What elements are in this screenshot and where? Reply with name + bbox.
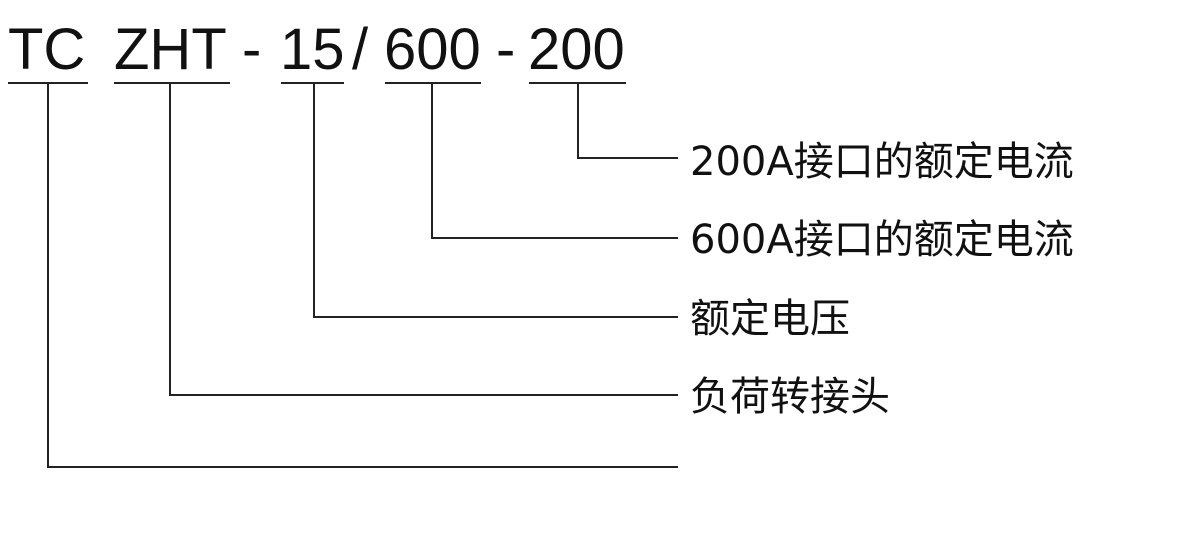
code-200: 200 [528, 17, 625, 82]
label-load-adapter: 负荷转接头 [690, 374, 890, 420]
leader-zht-horizontal [169, 394, 678, 396]
code-zht: ZHT [114, 17, 227, 82]
leader-200-horizontal [577, 157, 678, 159]
code-600: 600 [384, 17, 481, 82]
code-slash: / [352, 17, 369, 82]
leader-600-vertical [431, 82, 433, 239]
leader-15-vertical [313, 82, 315, 318]
underline-15 [281, 82, 344, 84]
leader-200-vertical [577, 82, 579, 159]
leader-600-horizontal [431, 237, 678, 239]
code-15: 15 [280, 17, 345, 82]
underline-600 [385, 82, 481, 84]
code-tc: TC [8, 17, 86, 82]
label-rated-voltage: 额定电压 [690, 296, 850, 342]
code-dash-1: - [242, 17, 262, 82]
label-200a-rated-current: 200A接口的额定电流 [690, 139, 1074, 185]
code-dash-2: - [496, 17, 516, 82]
leader-tc-horizontal [47, 466, 678, 468]
leader-tc-vertical [47, 82, 49, 468]
leader-zht-vertical [169, 82, 171, 396]
underline-zht [114, 82, 230, 84]
leader-15-horizontal [313, 316, 678, 318]
label-600a-rated-current: 600A接口的额定电流 [690, 217, 1074, 263]
